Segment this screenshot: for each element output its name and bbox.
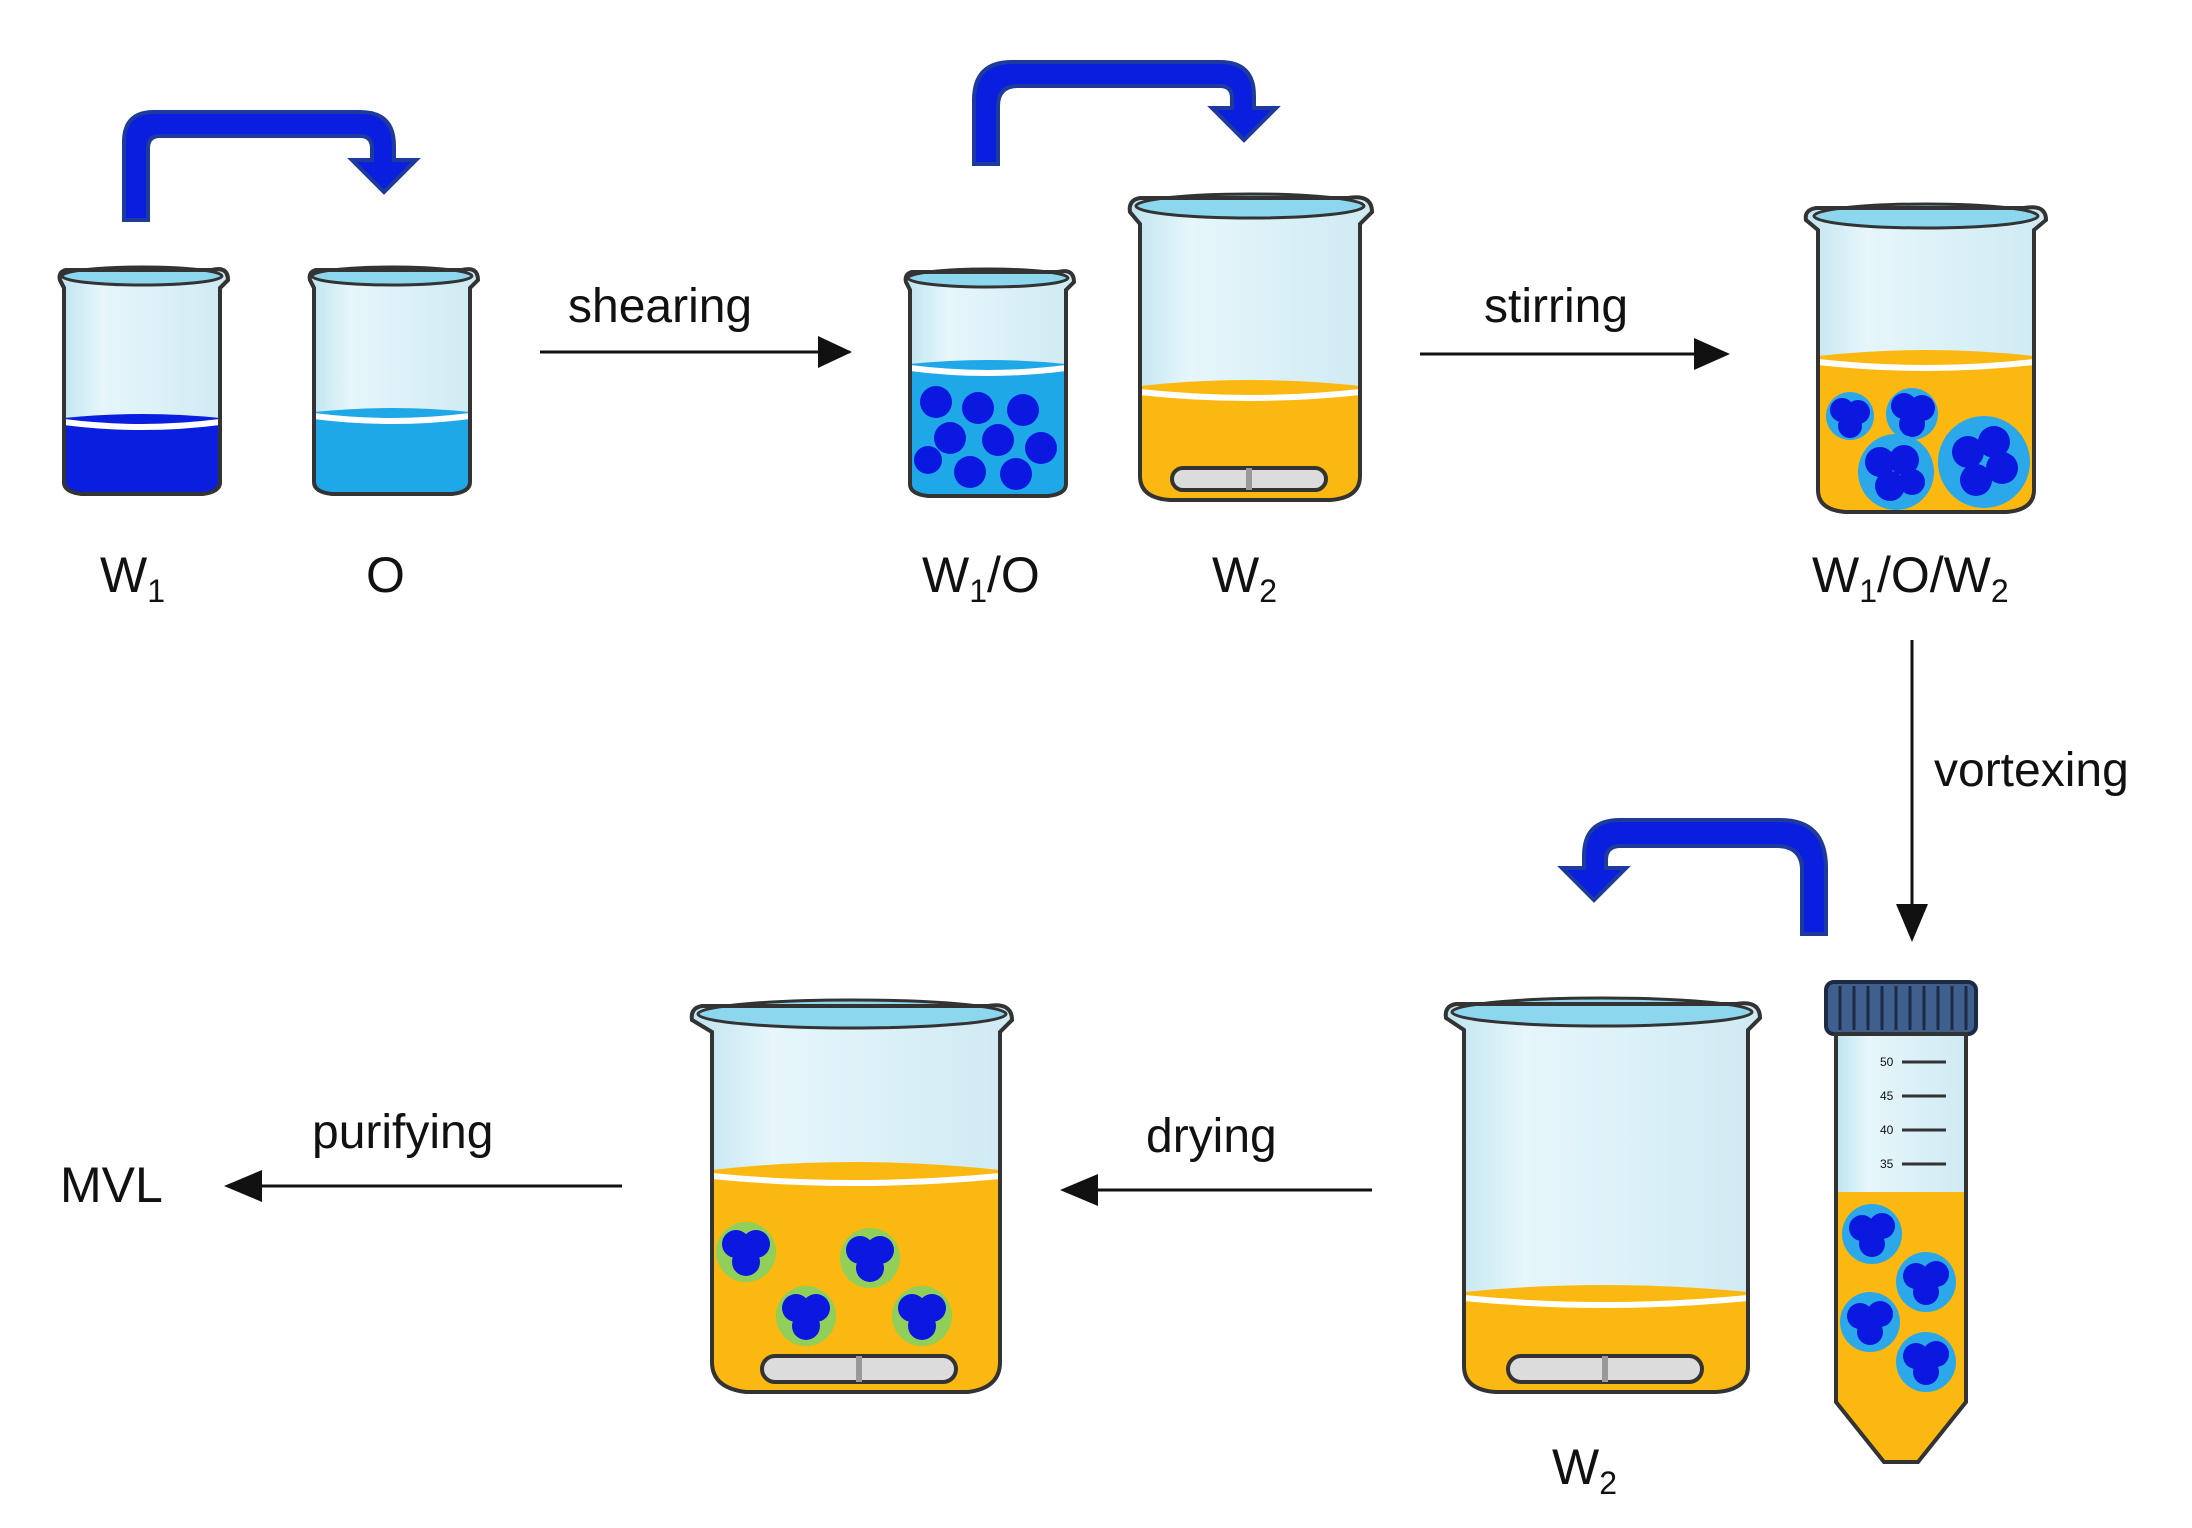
tube-mark: 40 xyxy=(1880,1123,1894,1137)
beaker-w2-top xyxy=(1127,192,1375,502)
label-w2-bottom: W2 xyxy=(1552,1439,1617,1501)
stir-bar-icon xyxy=(760,1354,958,1384)
transfer-arrow-icon xyxy=(1557,818,1828,936)
stir-bar-icon xyxy=(1170,466,1328,492)
centrifuge-tube-icon: 50 45 40 35 xyxy=(1824,980,1978,1464)
step-purifying: purifying xyxy=(312,1106,493,1159)
dried-particles xyxy=(716,1222,952,1346)
step-drying: drying xyxy=(1146,1110,1277,1163)
step-shearing: shearing xyxy=(568,280,752,333)
label-w1: W1 xyxy=(100,547,165,609)
beaker-dried xyxy=(689,998,1015,1394)
transfer-arrow-icon xyxy=(972,60,1281,166)
transfer-arrow-icon xyxy=(122,110,421,222)
label-w1-o-w2: W1/O/W2 xyxy=(1812,547,2009,609)
label-w1-o: W1/O xyxy=(922,547,1040,609)
beaker-w1-o-w2 xyxy=(1803,202,2049,514)
tube-particles xyxy=(1840,1204,1956,1392)
tube-mark: 50 xyxy=(1880,1055,1894,1069)
label-w2-top: W2 xyxy=(1212,547,1277,609)
droplets xyxy=(914,386,1057,490)
stir-bar-icon xyxy=(1506,1354,1704,1384)
beaker-o xyxy=(307,265,481,496)
step-stirring: stirring xyxy=(1484,280,1628,333)
label-o: O xyxy=(366,547,405,603)
tube-mark: 35 xyxy=(1880,1157,1894,1171)
tube-graduations xyxy=(1902,1060,1946,1166)
beaker-w1 xyxy=(57,265,231,496)
multivesicular-particles xyxy=(1826,388,2030,510)
label-mvl: MVL xyxy=(60,1157,163,1213)
beaker-w1-o xyxy=(903,267,1077,498)
tube-mark: 45 xyxy=(1880,1089,1894,1103)
beaker-w2-bottom xyxy=(1443,996,1763,1394)
step-vortexing: vortexing xyxy=(1934,744,2129,797)
